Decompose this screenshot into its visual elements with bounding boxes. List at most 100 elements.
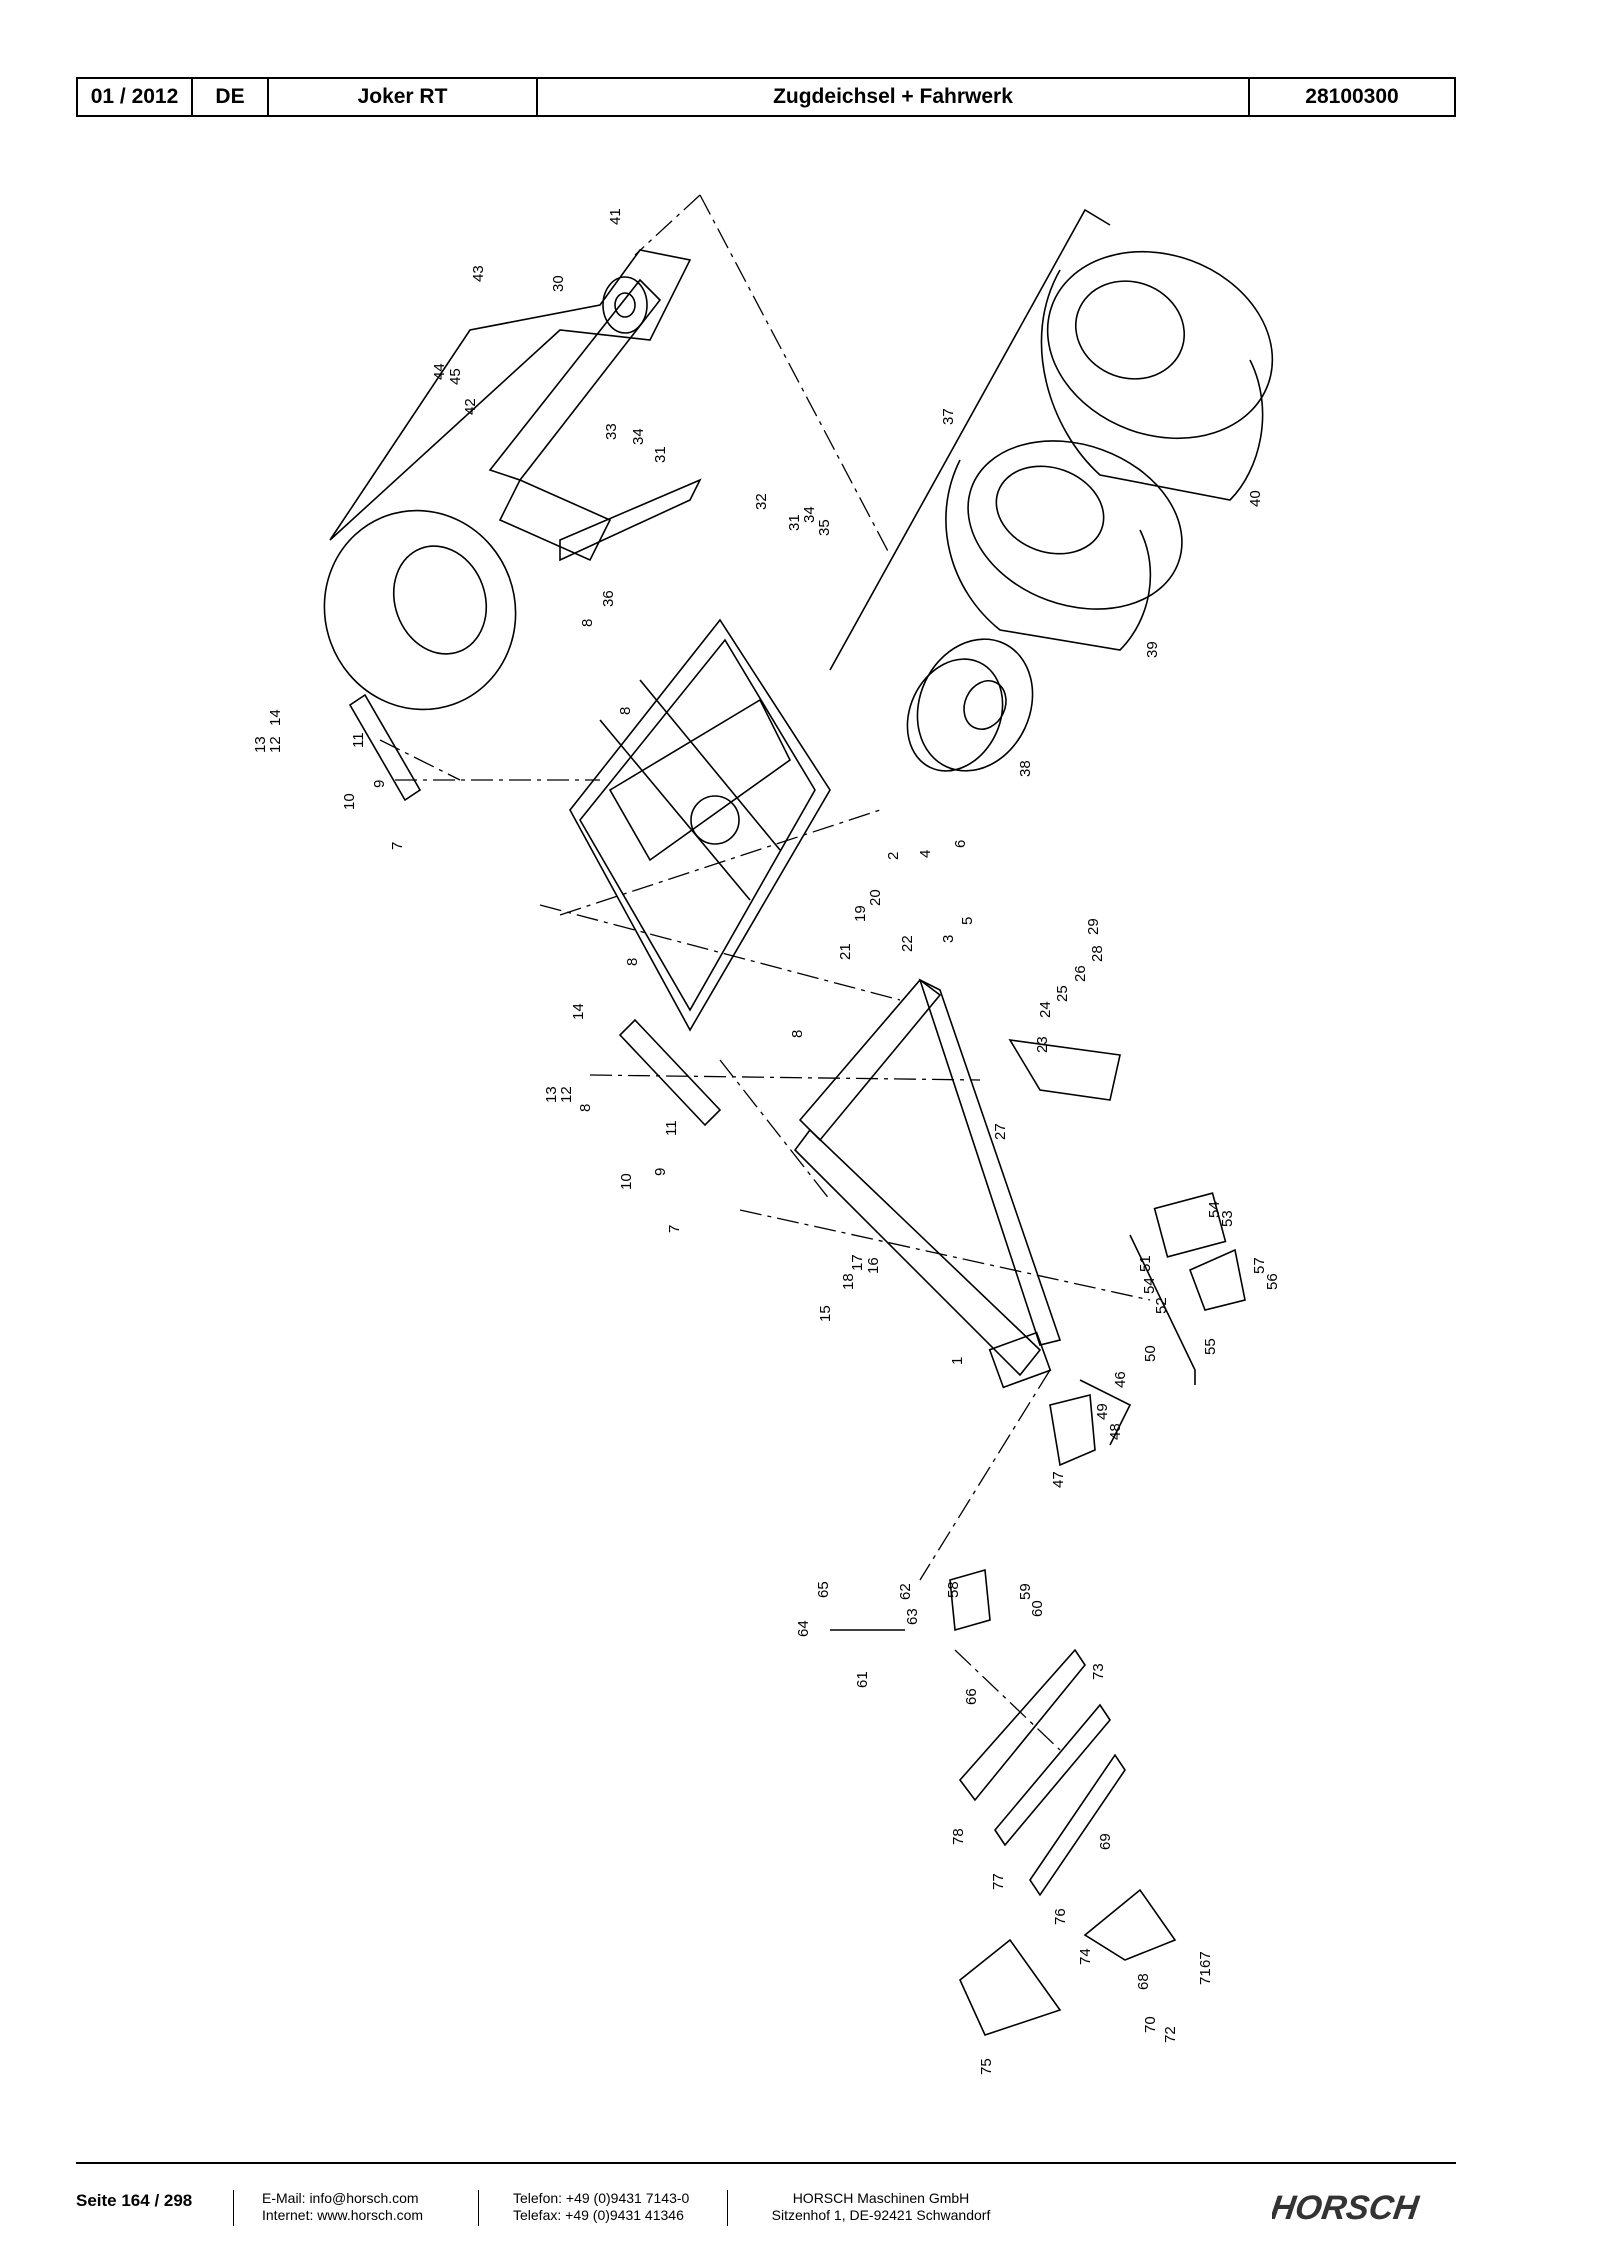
part-label: 41 [607, 208, 624, 225]
part-label: 13 [252, 736, 269, 753]
part-label: 56 [1264, 1273, 1281, 1290]
part-label: 7 [666, 1225, 683, 1233]
part-label: 65 [815, 1581, 832, 1598]
horsch-logo: HORSCH [1272, 2189, 1422, 2226]
part-label: 71 [1197, 1968, 1214, 1985]
part-label: 39 [1144, 641, 1161, 658]
part-label: 75 [978, 2058, 995, 2075]
part-label: 69 [1097, 1833, 1114, 1850]
part-label: 37 [940, 408, 957, 425]
part-label: 63 [904, 1608, 921, 1625]
part-label: 4 [917, 850, 934, 858]
header-table: 01 / 2012 DE Joker RT Zugdeichsel + Fahr… [76, 77, 1456, 117]
header-title: Zugdeichsel + Fahrwerk [538, 79, 1250, 115]
part-label: 7 [389, 842, 406, 850]
footer-company: HORSCH Maschinen GmbH Sitzenhof 1, DE-92… [762, 2190, 1000, 2224]
part-label: 68 [1135, 1973, 1152, 1990]
part-label: 77 [990, 1873, 1007, 1890]
part-label: 32 [753, 493, 770, 510]
part-label: 34 [630, 428, 647, 445]
part-label: 14 [570, 1003, 587, 1020]
part-label: 18 [840, 1273, 857, 1290]
part-label: 11 [663, 1120, 680, 1136]
part-label: 2 [885, 852, 902, 860]
footer-separator [233, 2190, 234, 2226]
part-label: 52 [1153, 1297, 1170, 1314]
horsch-logo-text: HORSCH [1272, 2189, 1422, 2226]
part-label: 8 [577, 1104, 594, 1112]
header-model: Joker RT [269, 79, 538, 115]
footer-phone: Telefon: +49 (0)9431 7143-0 [513, 2190, 690, 2206]
part-label: 33 [603, 423, 620, 440]
part-label: 36 [600, 590, 617, 607]
part-label: 59 [1017, 1583, 1034, 1600]
header-part-number: 28100300 [1305, 85, 1399, 108]
part-label: 54 [1206, 1201, 1223, 1218]
part-label: 51 [1137, 1255, 1154, 1272]
part-label: 22 [899, 935, 916, 952]
part-label: 26 [1072, 965, 1089, 982]
part-label: 28 [1089, 945, 1106, 962]
footer-divider [76, 2162, 1456, 2164]
part-label: 17 [849, 1254, 866, 1271]
part-label: 53 [1219, 1210, 1236, 1227]
part-label: 66 [963, 1688, 980, 1705]
part-label: 58 [945, 1581, 962, 1598]
part-label: 16 [865, 1257, 882, 1274]
part-label: 9 [652, 1168, 669, 1176]
part-label: 34 [801, 506, 818, 523]
part-label: 67 [1197, 1951, 1214, 1968]
part-label: 8 [624, 958, 641, 966]
part-label: 60 [1029, 1600, 1046, 1617]
header-language: DE [193, 79, 269, 115]
part-label: 8 [579, 619, 596, 627]
part-label: 25 [1054, 985, 1071, 1002]
part-label: 29 [1085, 918, 1102, 935]
part-label: 3 [940, 935, 957, 943]
part-label: 43 [470, 265, 487, 282]
part-label: 14 [267, 709, 284, 726]
part-label: 1 [949, 1357, 966, 1365]
part-label: 70 [1142, 2016, 1159, 2033]
header-date: 01 / 2012 [78, 79, 193, 115]
part-label: 12 [267, 736, 284, 753]
part-label: 31 [786, 514, 803, 531]
part-label: 21 [837, 943, 854, 960]
part-label: 19 [852, 905, 869, 922]
footer-separator [727, 2190, 728, 2226]
part-label: 54 [1141, 1277, 1158, 1294]
part-label: 5 [959, 917, 976, 925]
footer-fax: Telefax: +49 (0)9431 41346 [513, 2207, 684, 2223]
part-label: 78 [950, 1828, 967, 1845]
part-label: 13 [543, 1086, 560, 1103]
part-label: 76 [1052, 1908, 1069, 1925]
part-label: 23 [1034, 1036, 1051, 1053]
drawing-linework [323, 194, 1274, 2036]
part-label: 61 [854, 1671, 871, 1688]
part-label: 73 [1090, 1663, 1107, 1680]
part-label: 45 [447, 368, 464, 385]
footer-separator [478, 2190, 479, 2226]
part-label: 10 [618, 1173, 635, 1190]
part-label: 35 [816, 519, 833, 536]
part-label: 10 [341, 793, 358, 810]
part-label: 50 [1142, 1345, 1159, 1362]
part-label: 30 [550, 275, 567, 292]
part-label: 27 [992, 1123, 1009, 1140]
part-label: 55 [1202, 1338, 1219, 1355]
footer-company-name: HORSCH Maschinen GmbH [792, 2190, 970, 2206]
part-label: 49 [1094, 1403, 1111, 1420]
footer-internet: Internet: www.horsch.com [262, 2207, 424, 2223]
part-label: 64 [795, 1620, 812, 1637]
footer-contact-web: E-Mail: info@horsch.com Internet: www.ho… [262, 2190, 423, 2224]
part-label: 46 [1112, 1371, 1129, 1388]
part-label: 40 [1247, 490, 1264, 507]
part-label: 31 [652, 446, 669, 463]
exploded-view-drawing: 1 2 3 4 5 6 7 7 8 8 8 8 8 9 9 10 10 11 1… [252, 194, 1281, 2075]
part-label: 74 [1077, 1948, 1094, 1965]
part-label: 44 [431, 363, 448, 380]
part-label: 62 [897, 1583, 914, 1600]
footer-address: Sitzenhof 1, DE-92421 Schwandorf [771, 2207, 991, 2223]
part-label: 12 [558, 1086, 575, 1103]
part-label: 48 [1107, 1423, 1124, 1440]
